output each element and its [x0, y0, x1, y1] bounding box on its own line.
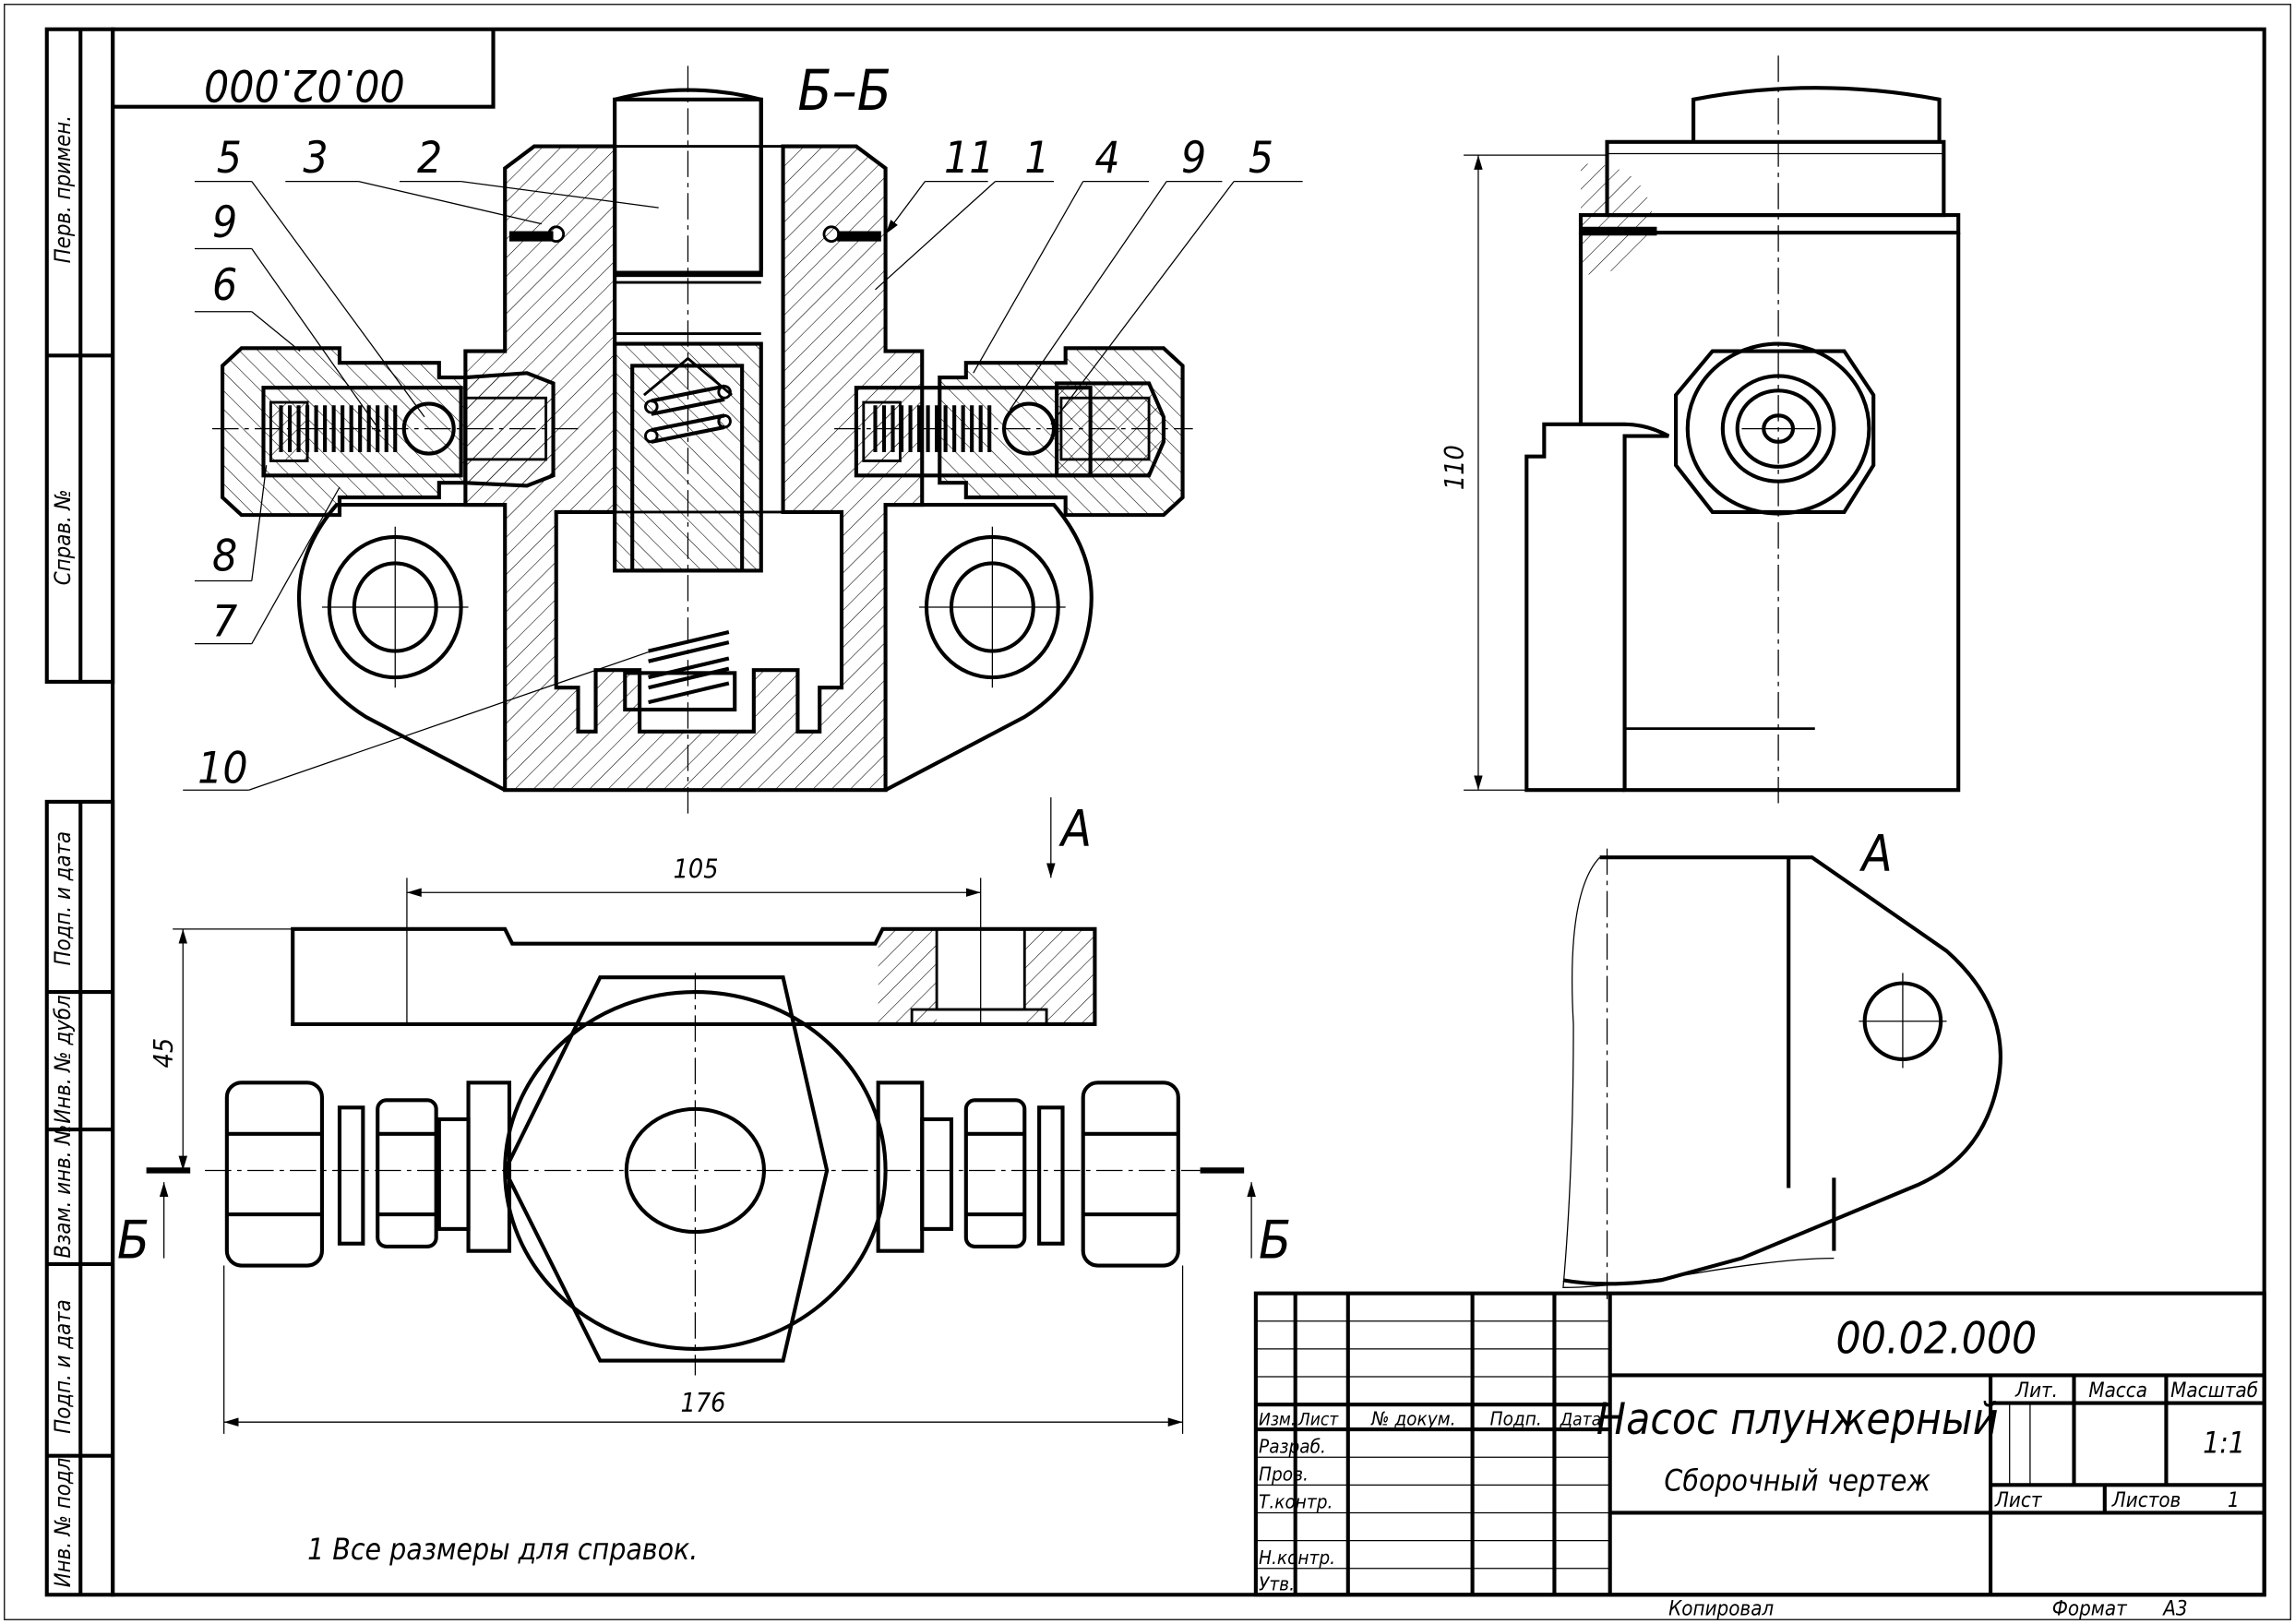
- left-strip-top: Перв. примен. Справ. №: [44, 27, 115, 684]
- callout-number: 11: [944, 133, 994, 184]
- view-a-direction-label: А: [1058, 799, 1092, 857]
- top-view: А: [117, 797, 1291, 1434]
- tb-scale-value: 1:1: [2203, 1427, 2245, 1460]
- left-strip-label: Подп. и дата: [50, 1299, 76, 1434]
- return-spring: [623, 629, 737, 712]
- callout-number: 10: [197, 743, 247, 794]
- valve-assembly-right: [834, 346, 1193, 518]
- left-strip-label: Перв. примен.: [50, 115, 76, 263]
- tb-sheets-value: 1: [2228, 1488, 2240, 1512]
- tb-role: Разраб.: [1259, 1435, 1326, 1457]
- cut-plane-label-left: Б: [117, 1211, 149, 1272]
- copied-label: Копировал: [1668, 1596, 1774, 1620]
- section-label: Б–Б: [797, 59, 891, 124]
- callout-number: 3: [303, 133, 328, 184]
- dimension-110: 110: [1440, 445, 1470, 490]
- tb-role: Т.контр.: [1259, 1491, 1333, 1513]
- tb-header-date: Дата: [1560, 1409, 1601, 1429]
- mounting-ear-left: [296, 502, 507, 793]
- callout-number: 9: [1181, 133, 1206, 184]
- callout-number: 5: [1249, 133, 1273, 184]
- side-view-fitting: [1674, 341, 1876, 516]
- callout-number: 9: [212, 197, 237, 248]
- callout-number: 2: [417, 133, 442, 184]
- tb-lit-label: Лит.: [2014, 1379, 2058, 1403]
- tb-scale-label: Масштаб: [2170, 1379, 2258, 1403]
- dimension-105: 105: [674, 854, 719, 884]
- left-strip-label: Инв. № подл.: [50, 1451, 76, 1587]
- format-value: А3: [2161, 1596, 2187, 1620]
- title-block: Изм. Лист № докум. Подп. Дата Разраб. Пр…: [1253, 1291, 2266, 1597]
- callout-number: 4: [1094, 133, 1119, 184]
- tb-header-izm: Изм.: [1259, 1409, 1296, 1429]
- callout-number: 6: [212, 260, 237, 311]
- tb-doc-type: Сборочный чертеж: [1664, 1465, 1930, 1499]
- sheet-trim-border: [4, 4, 2291, 1620]
- callouts-left: 5 3 2 9 6 8 7 10: [183, 133, 659, 794]
- tb-sheet-label: Лист: [1994, 1488, 2043, 1512]
- dimension-45: 45: [149, 1038, 179, 1069]
- left-strip-label: Справ. №: [50, 489, 76, 585]
- callout-number: 1: [1024, 133, 1049, 184]
- tb-role: Утв.: [1259, 1573, 1295, 1595]
- left-strip-label: Инв. № дубл.: [50, 988, 76, 1123]
- rotated-designation-box: 00.02.000: [113, 29, 496, 110]
- tb-designation: 00.02.000: [1836, 1314, 2038, 1365]
- tb-product-name: Насос плунжерный: [1596, 1394, 1999, 1445]
- rotated-designation: 00.02.000: [204, 59, 405, 110]
- left-strip-label: Подп. и дата: [50, 831, 76, 966]
- tb-header-doc-no: № докум.: [1370, 1407, 1455, 1429]
- callout-number: 8: [212, 531, 237, 581]
- left-strip-bottom: Подп. и дата Инв. № дубл. Взам. инв. № П…: [44, 799, 115, 1597]
- callout-number: 7: [212, 597, 237, 648]
- left-strip-label: Взам. инв. №: [50, 1124, 76, 1258]
- cut-plane-label-right: Б: [1259, 1211, 1291, 1272]
- tb-mass-label: Масса: [2088, 1379, 2147, 1403]
- tb-header-list: Лист: [1297, 1409, 1339, 1429]
- mounting-ear-right: [884, 502, 1094, 793]
- tb-sheets-label: Листов: [2111, 1488, 2181, 1512]
- side-view: 110: [1440, 55, 1961, 808]
- section-view-b-b: Б–Б: [183, 59, 1303, 819]
- view-a: А: [1562, 824, 2002, 1303]
- tb-role: Пров.: [1259, 1463, 1309, 1486]
- callouts-right: 11 1 4 9 5: [875, 133, 1303, 425]
- tb-header-sign: Подп.: [1490, 1407, 1542, 1429]
- tb-role: Н.контр.: [1259, 1546, 1335, 1569]
- view-a-label: А: [1859, 824, 1893, 882]
- callout-number: 5: [217, 133, 242, 184]
- general-note: 1 Все размеры для справок.: [307, 1534, 698, 1567]
- format-label: Формат: [2052, 1596, 2128, 1620]
- dimension-176: 176: [681, 1388, 726, 1418]
